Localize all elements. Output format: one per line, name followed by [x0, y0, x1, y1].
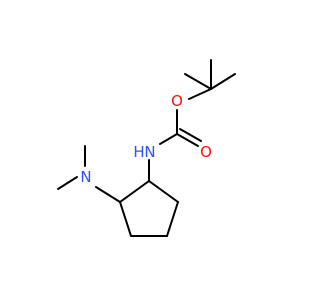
ester-oxygen-label: O	[171, 92, 183, 110]
bond-nme2-methyl-down	[57, 176, 78, 190]
bond-carbonyl-double-1	[176, 133, 199, 147]
molecule-canvas: O O H N N	[57, 59, 236, 237]
bond-tbu-to-ester-o	[188, 88, 212, 100]
structure-diagram: O O H N N	[57, 59, 236, 237]
carbonyl-oxygen-label: O	[200, 143, 212, 161]
carbamate-nitrogen-label: N	[144, 143, 155, 161]
bond-tbu-methyl-right	[210, 73, 236, 90]
dimethylamino-nitrogen-label: N	[80, 168, 91, 186]
bond-ring-to-nme2	[95, 186, 121, 203]
bond-ring-4	[119, 201, 132, 237]
bond-carbonyl-c-to-nh	[159, 133, 178, 145]
bond-ring-5	[119, 180, 150, 203]
bond-ring-1	[148, 180, 179, 203]
bond-tbu-methyl-left	[184, 73, 212, 90]
bond-carbonyl-double-2	[179, 128, 202, 142]
bond-ring-2	[166, 201, 179, 237]
carbamate-hydrogen-label: H	[133, 143, 144, 161]
